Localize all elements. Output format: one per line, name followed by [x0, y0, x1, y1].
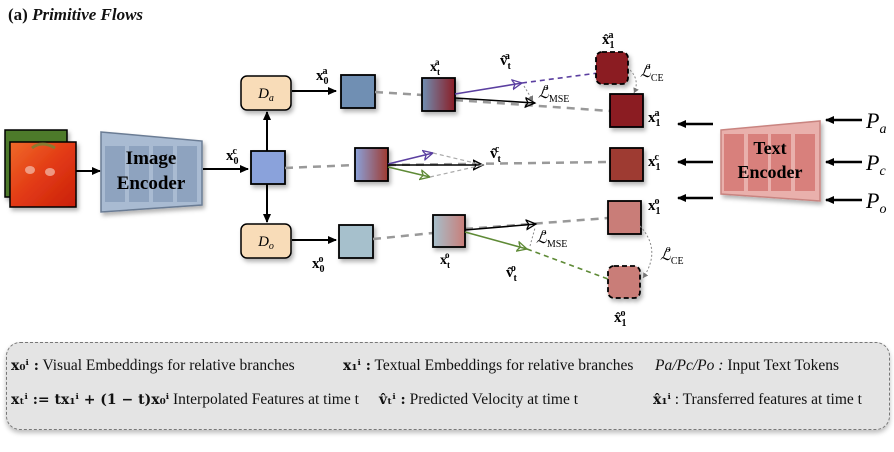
x1c-box [609, 147, 644, 182]
legend-item-interpolated: xₜⁱ := tx₁ⁱ + (1 − t)x₀ⁱ Interpolated Fe… [11, 391, 359, 409]
velocity-c-attr-arrow [387, 153, 433, 165]
path-x0c-to-xtc [284, 163, 356, 170]
legend-symbol: xₜⁱ := tx₁ⁱ + (1 − t)x₀ⁱ [11, 392, 170, 408]
text-encoder [720, 120, 821, 202]
path-x0o-to-xto [372, 231, 434, 241]
attribute-decomposer [240, 75, 292, 111]
legend-item-velocity: v̂ₜⁱ : Predicted Velocity at time t [379, 391, 578, 409]
label-xto: xto [440, 250, 450, 270]
legend-item-textual-embeddings: x₁ⁱ : Textual Embeddings for relative br… [343, 357, 633, 375]
target-velocity-attr-arrow [454, 98, 535, 103]
panel-label: (a) [8, 5, 28, 24]
prompt-Po: Po [865, 188, 886, 217]
ce-loss-obj-link [639, 225, 653, 279]
attribute-decomposer-label: Da [257, 86, 274, 104]
legend-text: Input Text Tokens [727, 357, 840, 374]
x0o-box [338, 224, 374, 259]
path-to-x1hat-a [521, 72, 599, 84]
parallelogram-edge-top [432, 152, 484, 166]
label-x1hat-a: x̂1a [602, 30, 615, 51]
x1o-box [607, 200, 642, 235]
object-decomposer-label: Do [257, 234, 274, 252]
mse-loss-attr-link [523, 85, 534, 102]
xto-box [432, 214, 466, 248]
image-encoder-label-2: Encoder [117, 173, 186, 194]
mse-loss-obj-link [529, 227, 536, 247]
label-x0o: x0o [312, 254, 325, 275]
velocity-c-obj-arrow [387, 166, 430, 177]
legend-symbol: v̂ₜⁱ : [379, 392, 406, 408]
image-encoder-label-1: Image [126, 148, 177, 169]
object-decomposer [240, 223, 292, 259]
image-encoder [100, 131, 203, 213]
apple-image-icon [9, 141, 77, 208]
legend-symbol: x̂₁ⁱ [653, 392, 671, 408]
xtc-box [354, 147, 389, 182]
label-vto: v̂to [506, 263, 518, 284]
x1hat-a-box [595, 51, 629, 85]
legend-symbol: Pa/Pc/Po : [655, 357, 724, 374]
text-encoder-label-1: Text [753, 138, 786, 158]
path-to-x1hat-o [526, 248, 609, 280]
xta-box [421, 77, 456, 112]
label-lce-o: ℒCEo [660, 244, 684, 267]
predicted-velocity-attr-arrow [454, 83, 522, 95]
label-lce-a: ℒCEa [640, 61, 664, 84]
legend-text: Textual Embeddings for relative branches [374, 357, 634, 374]
label-x0c: x0c [226, 146, 239, 167]
label-vtc: v̂tc [490, 144, 502, 165]
path-x0a-to-xta [374, 90, 423, 97]
label-x0a: x0a [316, 66, 329, 87]
legend-item-visual-embeddings: x₀ⁱ : Visual Embeddings for relative bra… [11, 357, 295, 375]
label-x1hat-o: x̂1o [614, 308, 627, 329]
legend-text: Visual Embeddings for relative branches [42, 357, 295, 374]
prompt-Pc: Pc [865, 150, 886, 179]
legend-symbol: x₀ⁱ : [11, 358, 39, 374]
legend-item-input-tokens: Pa/Pc/Po : Input Text Tokens [655, 357, 839, 375]
path-xtc-to-x1c [387, 160, 611, 167]
prompt-Pa: Pa [865, 108, 886, 137]
text-encoder-label-2: Encoder [738, 162, 803, 182]
label-x1a: x1a [648, 108, 661, 129]
label-x1o: x1o [648, 196, 661, 217]
label-vta: v̂ta [500, 51, 512, 72]
legend-text: : Transferred features at time t [674, 391, 862, 408]
predicted-velocity-obj-arrow [464, 231, 527, 249]
figure-title: (a) Primitive Flows [8, 5, 143, 25]
x0c-box [250, 150, 286, 185]
x1hat-o-box [607, 265, 641, 299]
diagram-canvas: Image Encoder x0c Da Do x0a x0o xta [4, 30, 886, 329]
label-lmse-o: ℒMSEo [536, 227, 567, 250]
target-velocity-obj-arrow [464, 224, 536, 230]
ce-loss-attr-link [629, 69, 639, 94]
panel-title: Primitive Flows [32, 5, 144, 24]
x0a-box [340, 74, 376, 109]
label-x1c: x1c [648, 152, 661, 173]
legend-symbol: x₁ⁱ : [343, 358, 371, 374]
legend-text: Predicted Velocity at time t [409, 391, 579, 408]
path-xta-to-x1a [454, 98, 611, 113]
path-xto-to-x1o [464, 216, 609, 231]
legend-text: Interpolated Features at time t [172, 391, 359, 408]
label-xta: xta [430, 57, 440, 77]
input-image-stack [4, 129, 77, 208]
parallelogram-edge-bottom [429, 164, 484, 178]
legend-item-transferred: x̂₁ⁱ : Transferred features at time t [653, 391, 862, 409]
x1a-box [609, 93, 644, 128]
legend-box: x₀ⁱ : Visual Embeddings for relative bra… [6, 342, 890, 430]
label-lmse-a: ℒMSEa [538, 82, 569, 105]
